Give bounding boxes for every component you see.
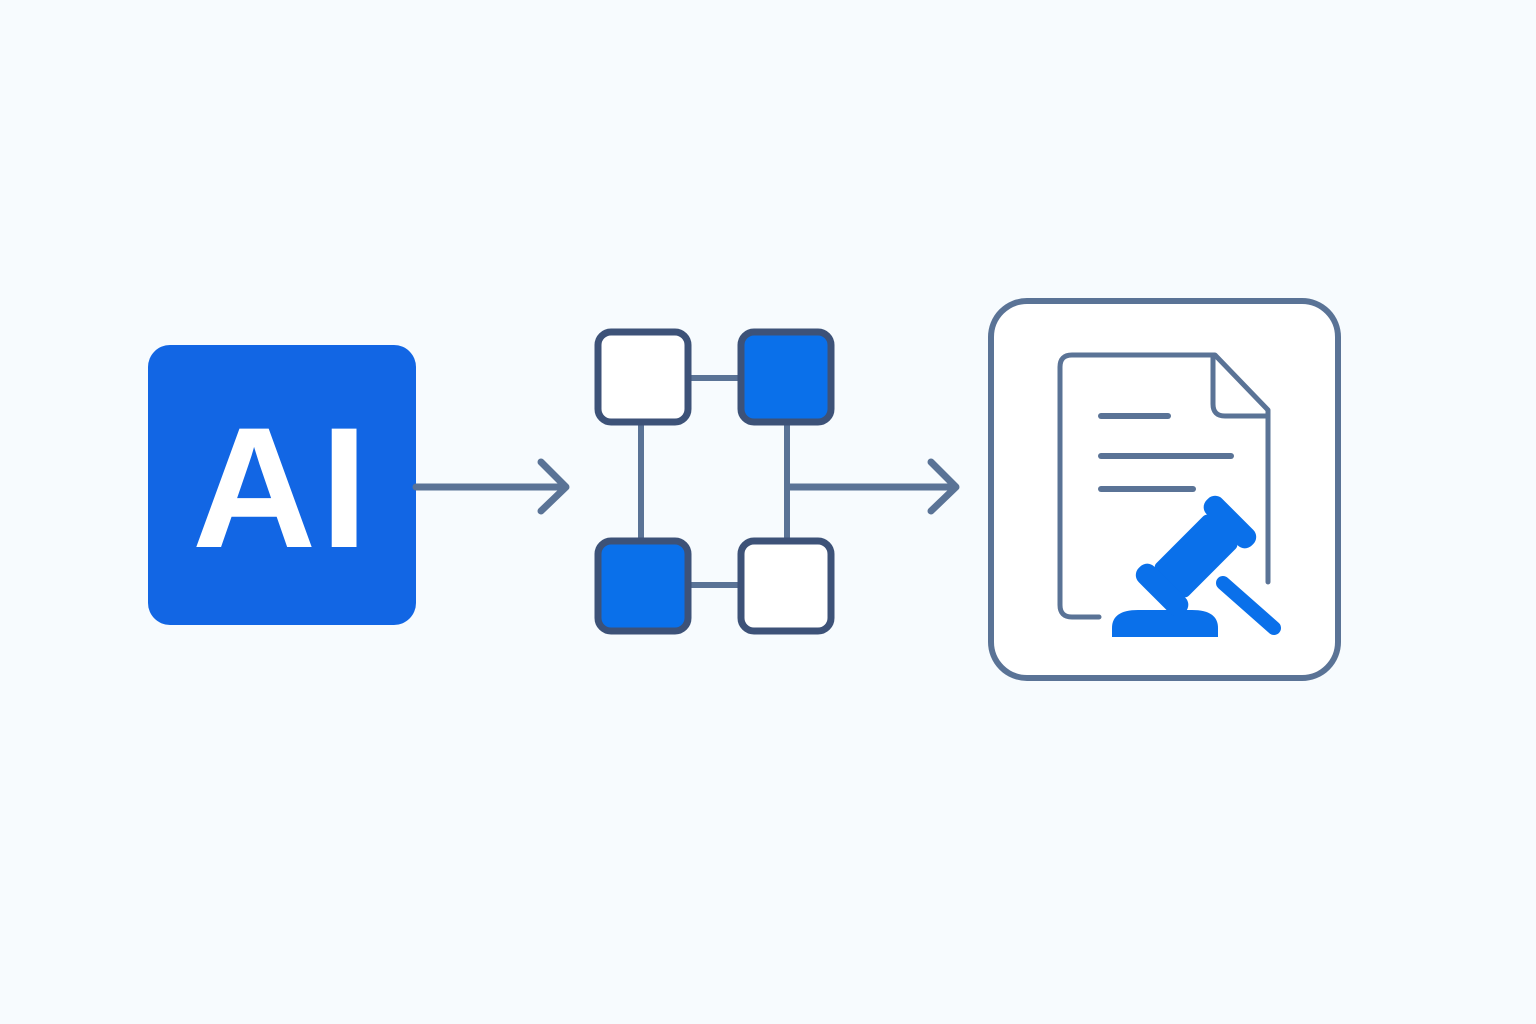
- grid-node-bottom-left: [594, 537, 692, 635]
- gavel-handle: [1216, 576, 1281, 635]
- ai-label: AI: [192, 392, 372, 584]
- document-text-lines: [1098, 413, 1234, 492]
- gavel-icon: [1112, 495, 1281, 637]
- arrow-network-to-document: [786, 458, 960, 515]
- grid-node-top-right: [737, 328, 835, 426]
- node-network-icon: [594, 328, 835, 635]
- document-fold-icon: [1210, 353, 1269, 419]
- gavel-head: [1135, 495, 1257, 617]
- gavel-base: [1112, 610, 1218, 637]
- document-page-icon: [1057, 352, 1271, 620]
- grid-node-top-left: [594, 328, 692, 426]
- arrow-ai-to-network: [412, 458, 570, 515]
- ai-badge: AI: [148, 345, 416, 625]
- network-connectors: [638, 375, 790, 588]
- grid-node-bottom-right: [737, 537, 835, 635]
- legal-document-gavel-icon: [988, 298, 1341, 681]
